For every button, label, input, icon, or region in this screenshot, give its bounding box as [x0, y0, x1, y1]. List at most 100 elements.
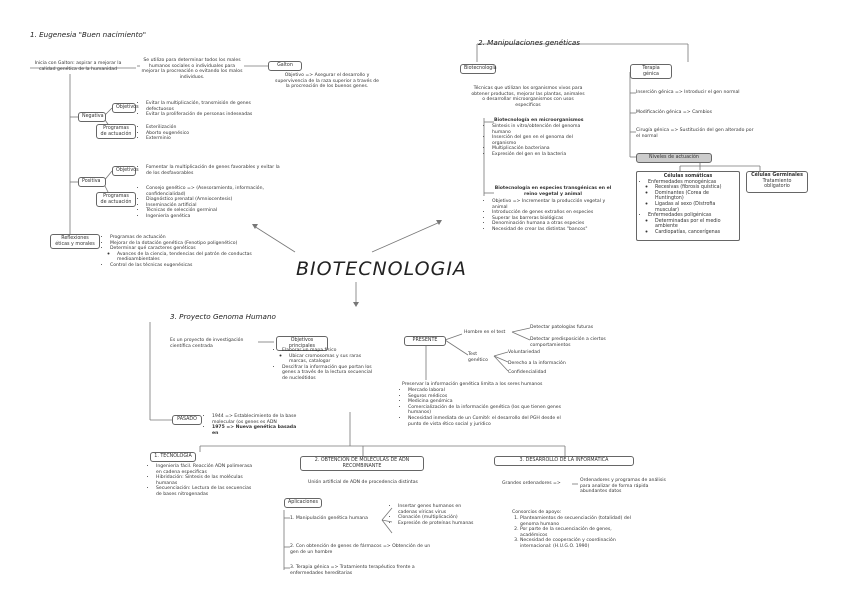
pos-prog-item: Diagnóstico prenatal (Amniocentesis) — [146, 197, 300, 203]
obtencion-box: 2. OBTENCIÓN DE MOLÉCULAS DE ADN RECOMBI… — [300, 456, 424, 472]
obj-sublist: Ubicar cromosomas y sus raras marcas, ca… — [282, 354, 374, 365]
obj-item: Descifrar la información que portan los … — [282, 365, 374, 382]
galton-box: Galton — [268, 61, 302, 71]
detectar-predisposicion: Detectar predisposición a ciertos compor… — [530, 337, 606, 348]
pasado-box: PASADO — [172, 415, 202, 425]
aplicaciones-box: Aplicaciones — [284, 498, 322, 508]
somatic-item: Dominantes (Corea de Huntington) — [655, 191, 735, 202]
somatic-sublist: Recesivas (fibrosis quística) Dominantes… — [648, 185, 735, 213]
somatic-item: Ligadas al sexo (Distrofia muscular) — [655, 202, 735, 213]
trans-item: Objetivo => Incrementar la producción ve… — [492, 199, 606, 210]
negativa-programas-box: Programas de actuación — [96, 124, 136, 140]
present-text: Preservar la información genética limita… — [402, 382, 543, 387]
somatic-item: Determinadas por el medio ambiente — [655, 219, 735, 230]
pos-prog-item: Inseminación artificial — [146, 203, 300, 209]
somatic-box: Células somáticas Enfermedades monogénic… — [636, 171, 740, 241]
central-title: BIOTECNOLOGIA — [296, 258, 467, 280]
germinal-box: Células Germinales Tratamiento obligator… — [746, 171, 808, 193]
present-item: Necesidad inmediata de un Comité: el des… — [408, 416, 562, 427]
section1-heading: 1. Eugenesia "Buen nacimiento" — [30, 30, 147, 39]
trans-item: Necesidad de crear las distintas "bancos… — [492, 227, 606, 233]
niveles-box: Niveles de actuación — [636, 153, 712, 163]
terapia-item-3: Cirugía génica => Sustitución del gen al… — [636, 128, 754, 139]
info-item: Planteamientos de secuenciación (totalid… — [520, 516, 632, 527]
neg-prog-item: Exterminio — [146, 136, 210, 142]
reflex-item: Determinar qué caracteres genéticos — [110, 246, 252, 252]
reflex-item: Avances de la ciencia, tendencias del pa… — [117, 252, 252, 263]
test-items: Voluntariedad Derecho a la información C… — [508, 350, 578, 376]
negativa-objetivos-box: Objetivos — [112, 103, 139, 113]
tecnologia-list: Ingeniería fácil. Reacción ADN polimeras… — [150, 464, 254, 498]
micro-item: Multiplicación bacteriana — [492, 146, 586, 152]
neg-prog-item: Esterilización — [146, 125, 210, 131]
trans-item: Superar las barreras biológicas — [492, 216, 606, 222]
pos-prog-item: Consejo genético => (Asesoramiento, info… — [146, 186, 300, 197]
micro-list: Síntesis in vitro/obtención del genoma h… — [486, 124, 586, 158]
biotecnologia-box: Biotecnología — [460, 64, 497, 74]
positiva-programas-box: Programas de actuación — [96, 192, 136, 208]
somatic-item: Recesivas (fibrosis quística) — [655, 185, 735, 191]
reflex-item: Programas de actuación — [110, 235, 252, 241]
germinal-title: Células Germinales — [751, 173, 803, 178]
tec-item: Ingeniería fácil. Reacción ADN polimeras… — [156, 464, 254, 475]
obj-item: Ubicar cromosomas y sus raras marcas, ca… — [289, 354, 374, 365]
positiva-objetivos-text: Fomentar la multiplicación de genes favo… — [140, 165, 280, 176]
trans-item: Introducción de genes extraños en especi… — [492, 210, 606, 216]
obtencion-text: Unión artificial de ADN de procedencia d… — [308, 480, 418, 485]
neg-prog-item: Aborto eugenésico — [146, 131, 210, 137]
micro-item: Síntesis in vitro/obtención del genoma h… — [492, 124, 586, 135]
present-item: Medicina genómica — [408, 399, 562, 405]
manip-item: Insertar genes humanos en cadenas vírica… — [398, 504, 476, 515]
pos-obj-item: Fomentar la multiplicación de genes favo… — [146, 165, 280, 176]
manipulacion-list: Insertar genes humanos en cadenas vírica… — [392, 504, 476, 526]
pasado-list: 1944 => Establecimiento de la base molec… — [206, 414, 304, 436]
manipulacion-humana: 1. Manipulación genética humana — [290, 516, 368, 521]
detectar-patologias: Detectar patologías futuras — [530, 325, 594, 330]
positiva-programas-list: Consejo genético => (Asesoramiento, info… — [140, 186, 300, 220]
s1-galton-question: Se utilizo para determinar todos los mal… — [141, 58, 243, 80]
tecnologia-box: 1. TECNOLOGÍA — [150, 452, 196, 462]
terapia-genica-box: Terapia génica — [630, 64, 672, 80]
informatica-a: Grandes ordenadores => — [502, 481, 561, 486]
pos-prog-item: Ingeniería genética — [146, 214, 300, 220]
informatica-b: Ordenadores y programas de análisis para… — [580, 478, 666, 495]
negativa-objetivos-list: Evitar la multiplicación, transmisión de… — [140, 101, 270, 118]
somatic-item: Cardiopatías, cancerígenas — [655, 230, 735, 236]
pos-prog-item: Técnicas de selección germinal — [146, 208, 300, 214]
terapia-item-2: Modificación génica => Cambios — [636, 110, 712, 115]
test-item: Derecho a la información — [508, 360, 566, 366]
informatica-list: Planteamientos de secuenciación (totalid… — [512, 516, 632, 550]
farmacos-text: 2. Con obtención de genes de fármacos =>… — [290, 544, 431, 555]
somatic-item: Enfermedades monogénicas — [648, 180, 735, 186]
terapia-text: 3. Terapia génica => Tratamiento terapéu… — [290, 565, 415, 576]
info-item: Necesidad de cooperación y coordinación … — [520, 538, 632, 549]
terapia-item-1: Inserción génica => Introducir el gen no… — [636, 90, 740, 95]
s1-intro: Inicia con Galton: aspirar a mejorar la … — [34, 61, 122, 72]
reflex-item: Mejorar de la dotación genética (Fenotip… — [110, 241, 252, 247]
galton-objective: Objetivo => Asegurar el desarrollo y sup… — [275, 73, 379, 90]
trans-list: Objetivo => Incrementar la producción ve… — [486, 199, 606, 233]
somatic-sublist: Determinadas por el medio ambiente Cardi… — [648, 219, 735, 236]
present-item: Comercialización de la información genét… — [408, 405, 562, 416]
positiva-box: Positiva — [78, 177, 106, 187]
manip-item: Expresión de proteínas humanas — [398, 521, 476, 527]
neg-obj-item: Evitar la proliferación de personas inde… — [146, 112, 270, 118]
negativa-programas-list: Esterilización Aborto eugenésico Extermi… — [140, 125, 210, 142]
tec-item: Secuenciación: Lectura de las secuencias… — [156, 486, 254, 497]
somatic-item: Enfermedades poligénicas — [648, 213, 735, 219]
presente-box: PRESENTE — [404, 336, 446, 346]
trans-item: Denominación humana a otras especies — [492, 221, 606, 227]
info-item: Por parte de la secuenciación de genes, … — [520, 527, 632, 538]
reflexiones-list: Programas de actuación Mejorar de la dot… — [104, 235, 252, 269]
pasado-item: 1975 => Nueva genética basada en — [212, 425, 304, 436]
objetivos-principales-list: Elaborar un mapa físico Ubicar cromosoma… — [276, 348, 374, 382]
section3-heading: 3. Proyecto Genoma Humano — [170, 312, 276, 321]
objetivos-principales-box: Objetivos principales — [276, 336, 328, 352]
pgh-intro: Es un proyecto de investigación científi… — [170, 338, 244, 349]
positiva-objetivos-box: Objetivos — [112, 166, 139, 176]
test-item: Confidencialidad — [508, 370, 547, 376]
obj-item: Elaborar un mapa físico — [282, 348, 374, 354]
manip-item: Clonación (multiplicación) — [398, 515, 476, 521]
test-genetico: Test genético — [468, 352, 488, 363]
